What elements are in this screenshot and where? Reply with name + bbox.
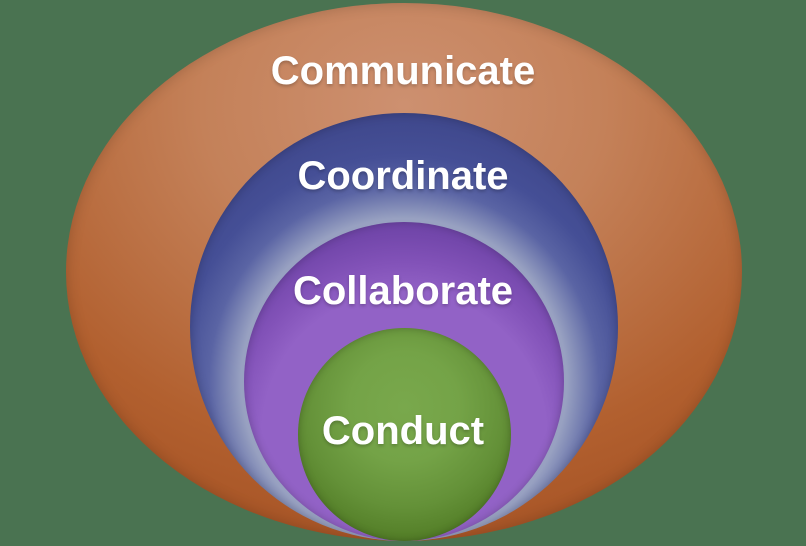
ring-conduct [298, 328, 511, 541]
ring-label-conduct: Conduct [321, 409, 485, 453]
ring-label-communicate: Communicate [270, 49, 536, 93]
ring-label-collaborate: Collaborate [292, 269, 514, 313]
ring-label-coordinate: Coordinate [297, 154, 509, 198]
